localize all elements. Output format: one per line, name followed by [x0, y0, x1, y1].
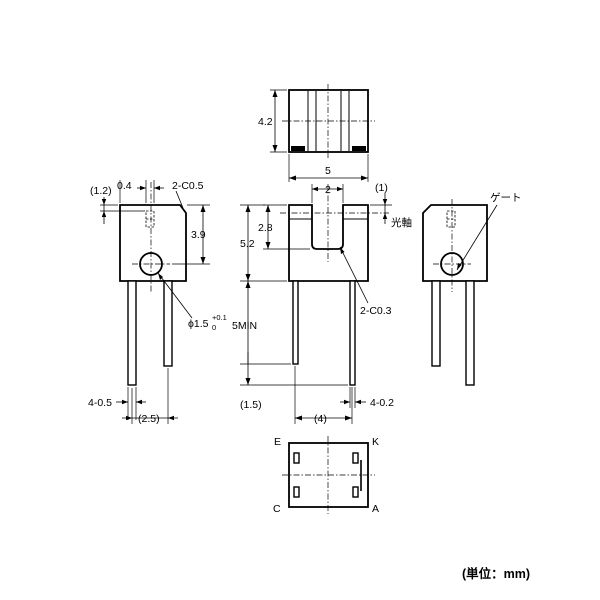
right-lead-2	[465, 280, 475, 386]
front-lead-1	[292, 280, 299, 365]
front-chamfer-label: 2-C0.3	[360, 305, 392, 317]
left-phi-tol-upper: +0.1	[212, 313, 227, 322]
front-view-body	[288, 204, 369, 282]
front-view: 2 (1) 光軸 2.8 5.2 5MIN (1.5) 2-C0	[232, 182, 412, 425]
front-1-label: (1)	[375, 182, 388, 194]
front-1-5-label: (1.5)	[240, 399, 262, 411]
top-view: 4.2 5	[258, 84, 375, 182]
pad-a	[352, 486, 359, 498]
front-5min-label: 5MIN	[232, 320, 257, 332]
front-lead-2	[349, 280, 356, 386]
left-chamfer-label: 2-C0.5	[172, 180, 204, 192]
front-lead-label: 4-0.2	[370, 397, 394, 409]
right-gate-label: ゲート	[490, 192, 522, 204]
left-3-9-label: 3.9	[191, 229, 206, 241]
pin-c-label: C	[273, 503, 281, 515]
pad-e	[293, 452, 300, 464]
front-2-8-label: 2.8	[258, 222, 273, 234]
pad-k	[352, 452, 359, 464]
right-lead-1	[431, 280, 441, 367]
unit-label: (単位：mm)	[462, 566, 530, 581]
pad-c	[293, 486, 300, 498]
top-height-label: 4.2	[258, 116, 273, 128]
bottom-view: E K C A	[273, 436, 379, 515]
right-side-view: ゲート	[422, 192, 522, 386]
left-0-4-label: 0.4	[117, 180, 132, 192]
left-lead-label: 4-0.5	[88, 397, 112, 409]
pin-k-label: K	[372, 436, 379, 448]
left-1-2-label: (1.2)	[90, 185, 112, 197]
left-phi-tol-lower: 0	[212, 323, 216, 332]
pin-a-label: A	[372, 503, 379, 515]
front-4-label: (4)	[314, 413, 327, 425]
front-5-2-label: 5.2	[240, 238, 255, 250]
right-view-body	[422, 204, 488, 282]
top-width-label: 5	[325, 165, 331, 177]
left-pitch-label: (2.5)	[138, 413, 160, 425]
left-lead-2	[163, 280, 173, 367]
left-phi-label: ϕ1.5	[188, 318, 209, 330]
left-lead-1	[127, 280, 137, 386]
front-2-label: 2	[325, 184, 331, 196]
front-optical-axis-label: 光軸	[391, 216, 412, 229]
left-view-body	[119, 204, 187, 282]
pin-e-label: E	[274, 436, 281, 448]
left-side-view: 0.4 2-C0.5 (1.2) 3.9 ϕ1.5 +0.1 0 4-0.5	[88, 180, 227, 425]
